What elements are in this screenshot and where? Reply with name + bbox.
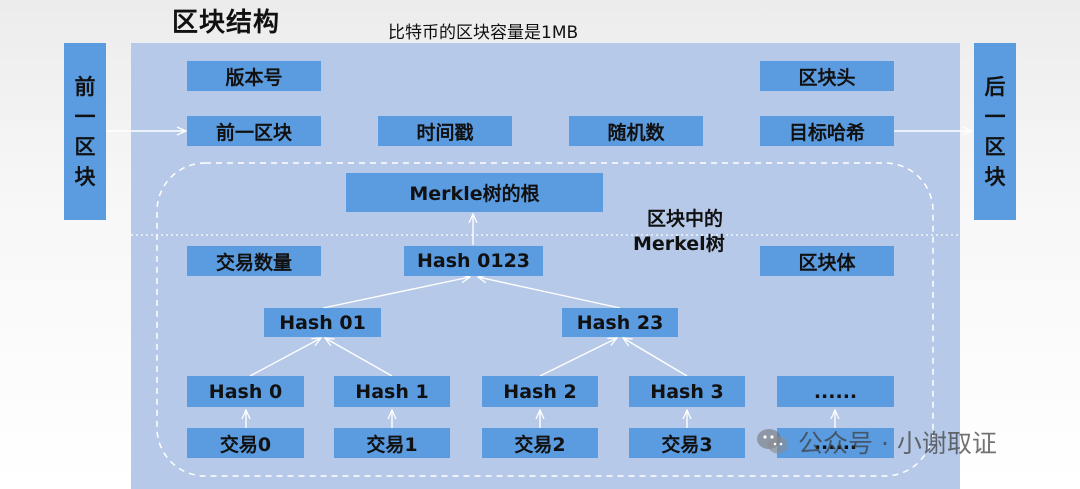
watermark-text: 公众号 · 小谢取证 — [798, 429, 997, 458]
previous-block-char: 前 — [74, 74, 96, 99]
block-body-label: 区块体 — [760, 246, 894, 276]
next-block-char: 一 — [984, 104, 1006, 129]
hash-1-node: Hash 1 — [334, 376, 450, 407]
watermark: 公众号 · 小谢取证 — [756, 424, 997, 460]
next-block-char: 区 — [984, 134, 1006, 159]
block-capacity-note: 比特币的区块容量是1MB — [388, 23, 579, 43]
tree-arrow — [539, 338, 617, 377]
merkle-root-field: Merkle树的根 — [346, 173, 603, 212]
tree-arrow — [322, 277, 470, 309]
block-header-label: 区块头 — [760, 61, 894, 91]
next-block: 后 一 区 块 — [974, 43, 1016, 220]
merkle-caption-line: Merkel树 — [633, 233, 725, 255]
hash-3-node: Hash 3 — [629, 376, 745, 407]
previous-block-char: 块 — [74, 164, 96, 189]
merkle-tree-region — [156, 162, 934, 477]
tx-count-field: 交易数量 — [187, 246, 321, 276]
diagram-title: 区块结构 — [172, 8, 281, 38]
tree-arrow — [623, 338, 688, 377]
transaction-1: 交易1 — [334, 428, 450, 458]
hash-0-node: Hash 0 — [187, 376, 304, 407]
transaction-2: 交易2 — [482, 428, 598, 458]
transaction-3: 交易3 — [629, 428, 745, 458]
merkle-caption-line: 区块中的 — [647, 208, 724, 230]
hash-01-node: Hash 01 — [264, 308, 381, 337]
prev-block-hash-field: 前一区块 — [187, 116, 321, 146]
tree-arrow — [478, 277, 621, 309]
transaction-more: ...... — [777, 428, 894, 458]
version-field: 版本号 — [187, 61, 321, 91]
hash-2-node: Hash 2 — [482, 376, 598, 407]
transaction-0: 交易0 — [187, 428, 304, 458]
hash-more-node: ...... — [777, 376, 894, 407]
next-block-char: 块 — [984, 164, 1006, 189]
timestamp-field: 时间戳 — [378, 116, 512, 146]
previous-block: 前 一 区 块 — [64, 43, 106, 220]
target-hash-field: 目标哈希 — [760, 116, 894, 146]
next-block-char: 后 — [984, 74, 1006, 99]
wechat-icon — [757, 429, 788, 454]
merkle-tree-caption: 区块中的 Merkel树 — [633, 207, 753, 257]
previous-block-char: 区 — [74, 134, 96, 159]
previous-block-char: 一 — [74, 104, 96, 129]
hash-0123-node: Hash 0123 — [404, 246, 543, 276]
nonce-field: 随机数 — [569, 116, 703, 146]
tree-arrow — [249, 338, 321, 377]
hash-23-node: Hash 23 — [562, 308, 678, 337]
tree-arrow — [325, 338, 393, 377]
